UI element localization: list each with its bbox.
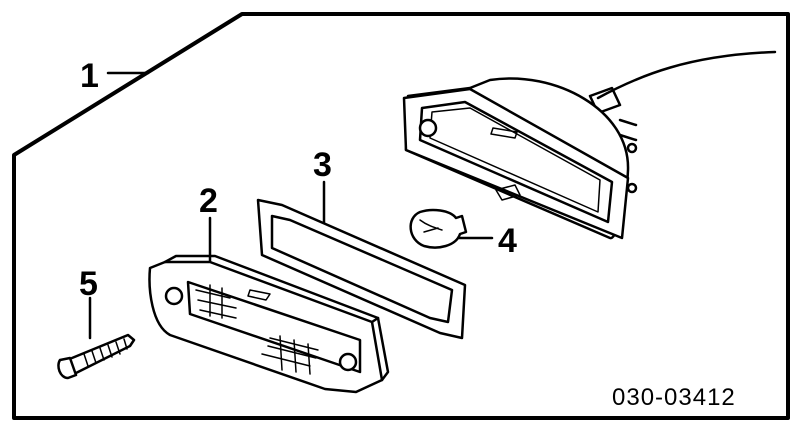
screw [57, 333, 136, 380]
callout-2: 2 [199, 182, 218, 220]
callout-4: 4 [498, 222, 517, 260]
lens [148, 254, 390, 394]
bulb [409, 208, 468, 249]
lamp-housing [402, 77, 638, 240]
callout-1: 1 [80, 57, 99, 95]
callout-5: 5 [79, 265, 98, 303]
wire [596, 50, 777, 100]
part-number: 030-03412 [612, 384, 736, 411]
callout-3: 3 [313, 146, 332, 184]
gasket [256, 198, 467, 340]
assembly-frame [12, 12, 790, 420]
